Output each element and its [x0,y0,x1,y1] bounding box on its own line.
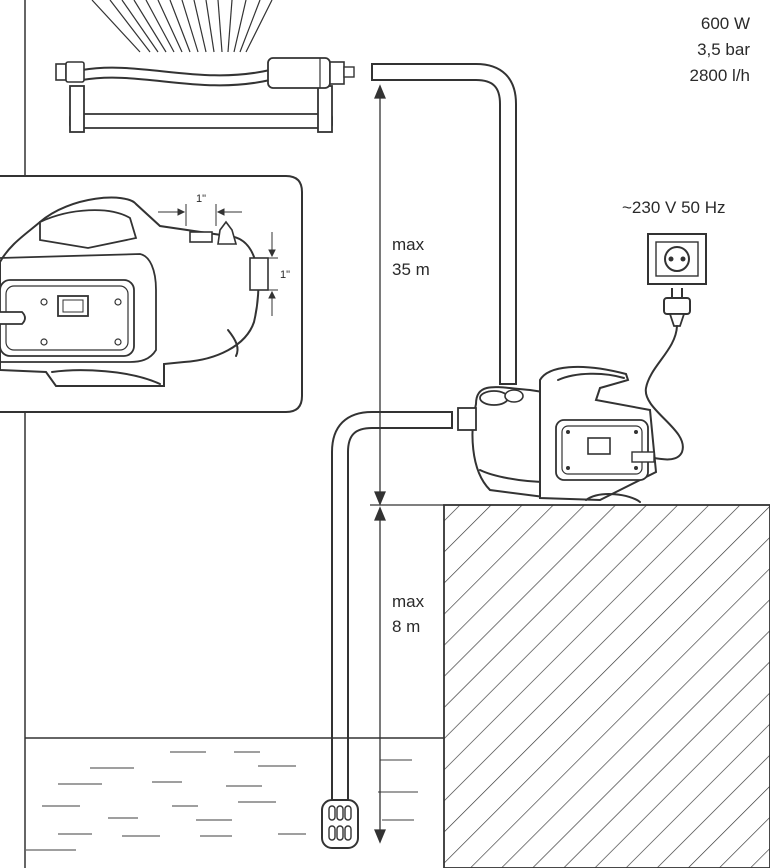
foot-valve-strainer [321,799,359,849]
inlet-size-label: 1" [280,269,290,281]
suction-max-label: max [392,592,425,611]
power-cable [639,325,684,461]
mains-voltage-label: ~230 V 50 Hz [622,198,726,217]
pump-detail-inset: 1" 1" [0,175,303,413]
garden-pump [457,365,658,503]
water-reservoir [25,737,444,851]
spec-power: 600 W [701,14,750,33]
suction-hose [331,411,453,800]
sprinkler-spray [91,0,273,53]
ground-block [443,504,770,868]
wall-socket-icon [647,233,707,285]
spec-flow: 2800 l/h [690,66,751,85]
head-max-label: max [392,235,425,254]
discharge-hose [371,63,517,385]
oscillating-sprinkler [55,57,355,133]
height-dimension-lines [370,84,444,844]
spec-pressure: 3,5 bar [697,40,750,59]
head-max-value: 35 m [392,260,430,279]
power-plug-icon [663,288,691,327]
suction-max-value: 8 m [392,617,420,636]
outlet-size-label: 1" [196,193,206,205]
